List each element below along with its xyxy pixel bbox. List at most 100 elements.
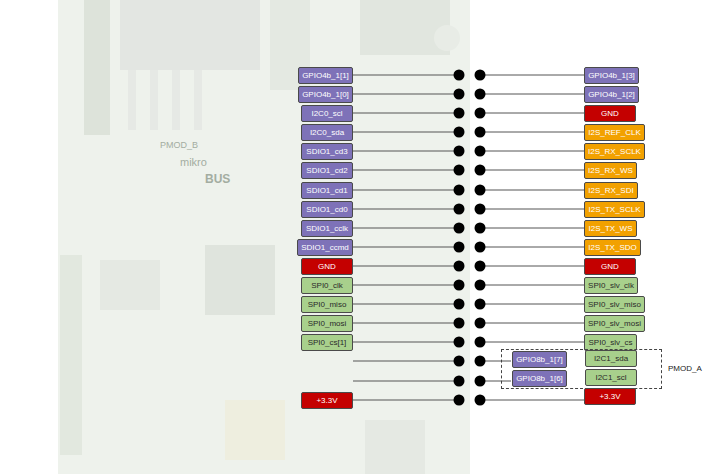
pmod-group: PMOD_AGPIO8b_1[7]I2C1_sdaGPIO8b_1[6]I2C1… <box>501 349 662 389</box>
pin-label: GND <box>301 258 353 275</box>
pin-label: GPIO8b_1[6] <box>512 370 567 387</box>
wire <box>480 151 584 152</box>
pin-label: SDIO1_cd1 <box>301 182 353 199</box>
wire <box>353 190 459 191</box>
wire <box>353 228 459 229</box>
header-pin <box>454 356 465 367</box>
chip <box>205 245 275 315</box>
pin-strip <box>84 0 110 135</box>
header-pin <box>454 70 465 81</box>
header-pin <box>475 165 486 176</box>
signal-name: SPI0_slv_miso <box>588 300 641 310</box>
wire <box>353 247 459 248</box>
wire <box>480 342 584 343</box>
header-pin <box>454 280 465 291</box>
board-silkscreen: PMOD_B <box>160 140 198 150</box>
wire <box>353 75 459 76</box>
signal-name: SDIO1_cclk <box>306 224 348 234</box>
signal-name: I2S_TX_SCLK <box>588 205 640 215</box>
signal-name: SPI0_slv_cs <box>588 338 632 348</box>
signal-name: SDIO1_cd0 <box>306 205 347 215</box>
mount-hole <box>434 25 460 51</box>
wire <box>480 132 584 133</box>
pin-label: I2S_TX_SCLK <box>584 201 645 218</box>
header-pin <box>475 280 486 291</box>
header-pin <box>475 70 486 81</box>
pin-label: SPI0_miso <box>301 296 353 313</box>
header-pin <box>475 356 486 367</box>
signal-name: I2C0_scl <box>311 109 342 119</box>
pin-label: +3.3V <box>301 392 353 409</box>
wire <box>353 381 459 382</box>
chip <box>100 260 160 310</box>
signal-name: I2S_RX_SDI <box>588 186 633 196</box>
pin-label: SDIO1_cd3 <box>301 143 353 160</box>
connector-pin <box>172 70 180 130</box>
pin-strip <box>60 255 82 455</box>
signal-name: I2S_REF_CLK <box>588 128 640 138</box>
pin-label: SPI0_mosi <box>301 315 353 332</box>
signal-name: GPIO4b_1[1] <box>302 71 349 81</box>
wire <box>353 170 459 171</box>
signal-name: I2S_RX_WS <box>588 166 633 176</box>
header-pin <box>454 127 465 138</box>
pin-label: SPI0_slv_miso <box>584 296 645 313</box>
wire <box>480 170 584 171</box>
signal-name: I2C0_sda <box>310 128 344 138</box>
wire <box>480 228 584 229</box>
wire <box>353 400 459 401</box>
header-pin <box>475 395 486 406</box>
signal-name: SPI0_mosi <box>308 319 347 329</box>
connector-pin <box>128 70 136 130</box>
signal-name: GND <box>601 109 619 119</box>
header-pin <box>454 146 465 157</box>
header-pin <box>475 185 486 196</box>
pin-label: GND <box>584 258 636 275</box>
wire <box>353 342 459 343</box>
header-pin <box>454 318 465 329</box>
header-pin <box>475 108 486 119</box>
header-pin <box>475 89 486 100</box>
group-label: PMOD_A <box>668 364 702 374</box>
header-pin <box>475 376 486 387</box>
signal-name: SDIO1_ccmd <box>301 243 349 253</box>
connector <box>120 0 260 70</box>
pin-label: I2S_REF_CLK <box>584 124 645 141</box>
pin-label: SDIO1_cclk <box>301 220 353 237</box>
board-silkscreen: BUS <box>205 172 230 186</box>
wire <box>480 304 584 305</box>
wire <box>353 132 459 133</box>
pin-label: SDIO1_ccmd <box>297 239 353 256</box>
header-pin <box>475 204 486 215</box>
wire <box>480 190 584 191</box>
pin-label: GPIO4b_1[2] <box>584 86 639 103</box>
header-pin <box>454 395 465 406</box>
header-pin <box>454 261 465 272</box>
header-pin <box>475 337 486 348</box>
wire <box>480 113 584 114</box>
signal-name: SDIO1_cd3 <box>306 147 347 157</box>
wire <box>480 400 584 401</box>
signal-name: GPIO8b_1[6] <box>516 374 563 384</box>
wire <box>353 304 459 305</box>
wire <box>480 266 584 267</box>
wire <box>480 247 584 248</box>
pin-label: SPI0_slv_mosi <box>584 315 645 332</box>
header-pin <box>475 146 486 157</box>
wire <box>480 285 584 286</box>
header-pin <box>454 376 465 387</box>
pin-label: GPIO8b_1[7] <box>512 351 567 368</box>
header-pin <box>475 299 486 310</box>
signal-name: GPIO8b_1[7] <box>516 355 563 365</box>
header-pin <box>454 108 465 119</box>
connector-pin <box>194 70 202 130</box>
pin-label: GPIO4b_1[0] <box>298 86 353 103</box>
signal-name: SPI0_miso <box>308 300 347 310</box>
header-pin <box>475 261 486 272</box>
pin-label: I2C0_sda <box>301 124 353 141</box>
switch <box>225 400 285 460</box>
wire <box>480 94 584 95</box>
pin-label: GPIO4b_1[3] <box>584 67 639 84</box>
pin-label: SDIO1_cd2 <box>301 162 353 179</box>
wire <box>353 94 459 95</box>
